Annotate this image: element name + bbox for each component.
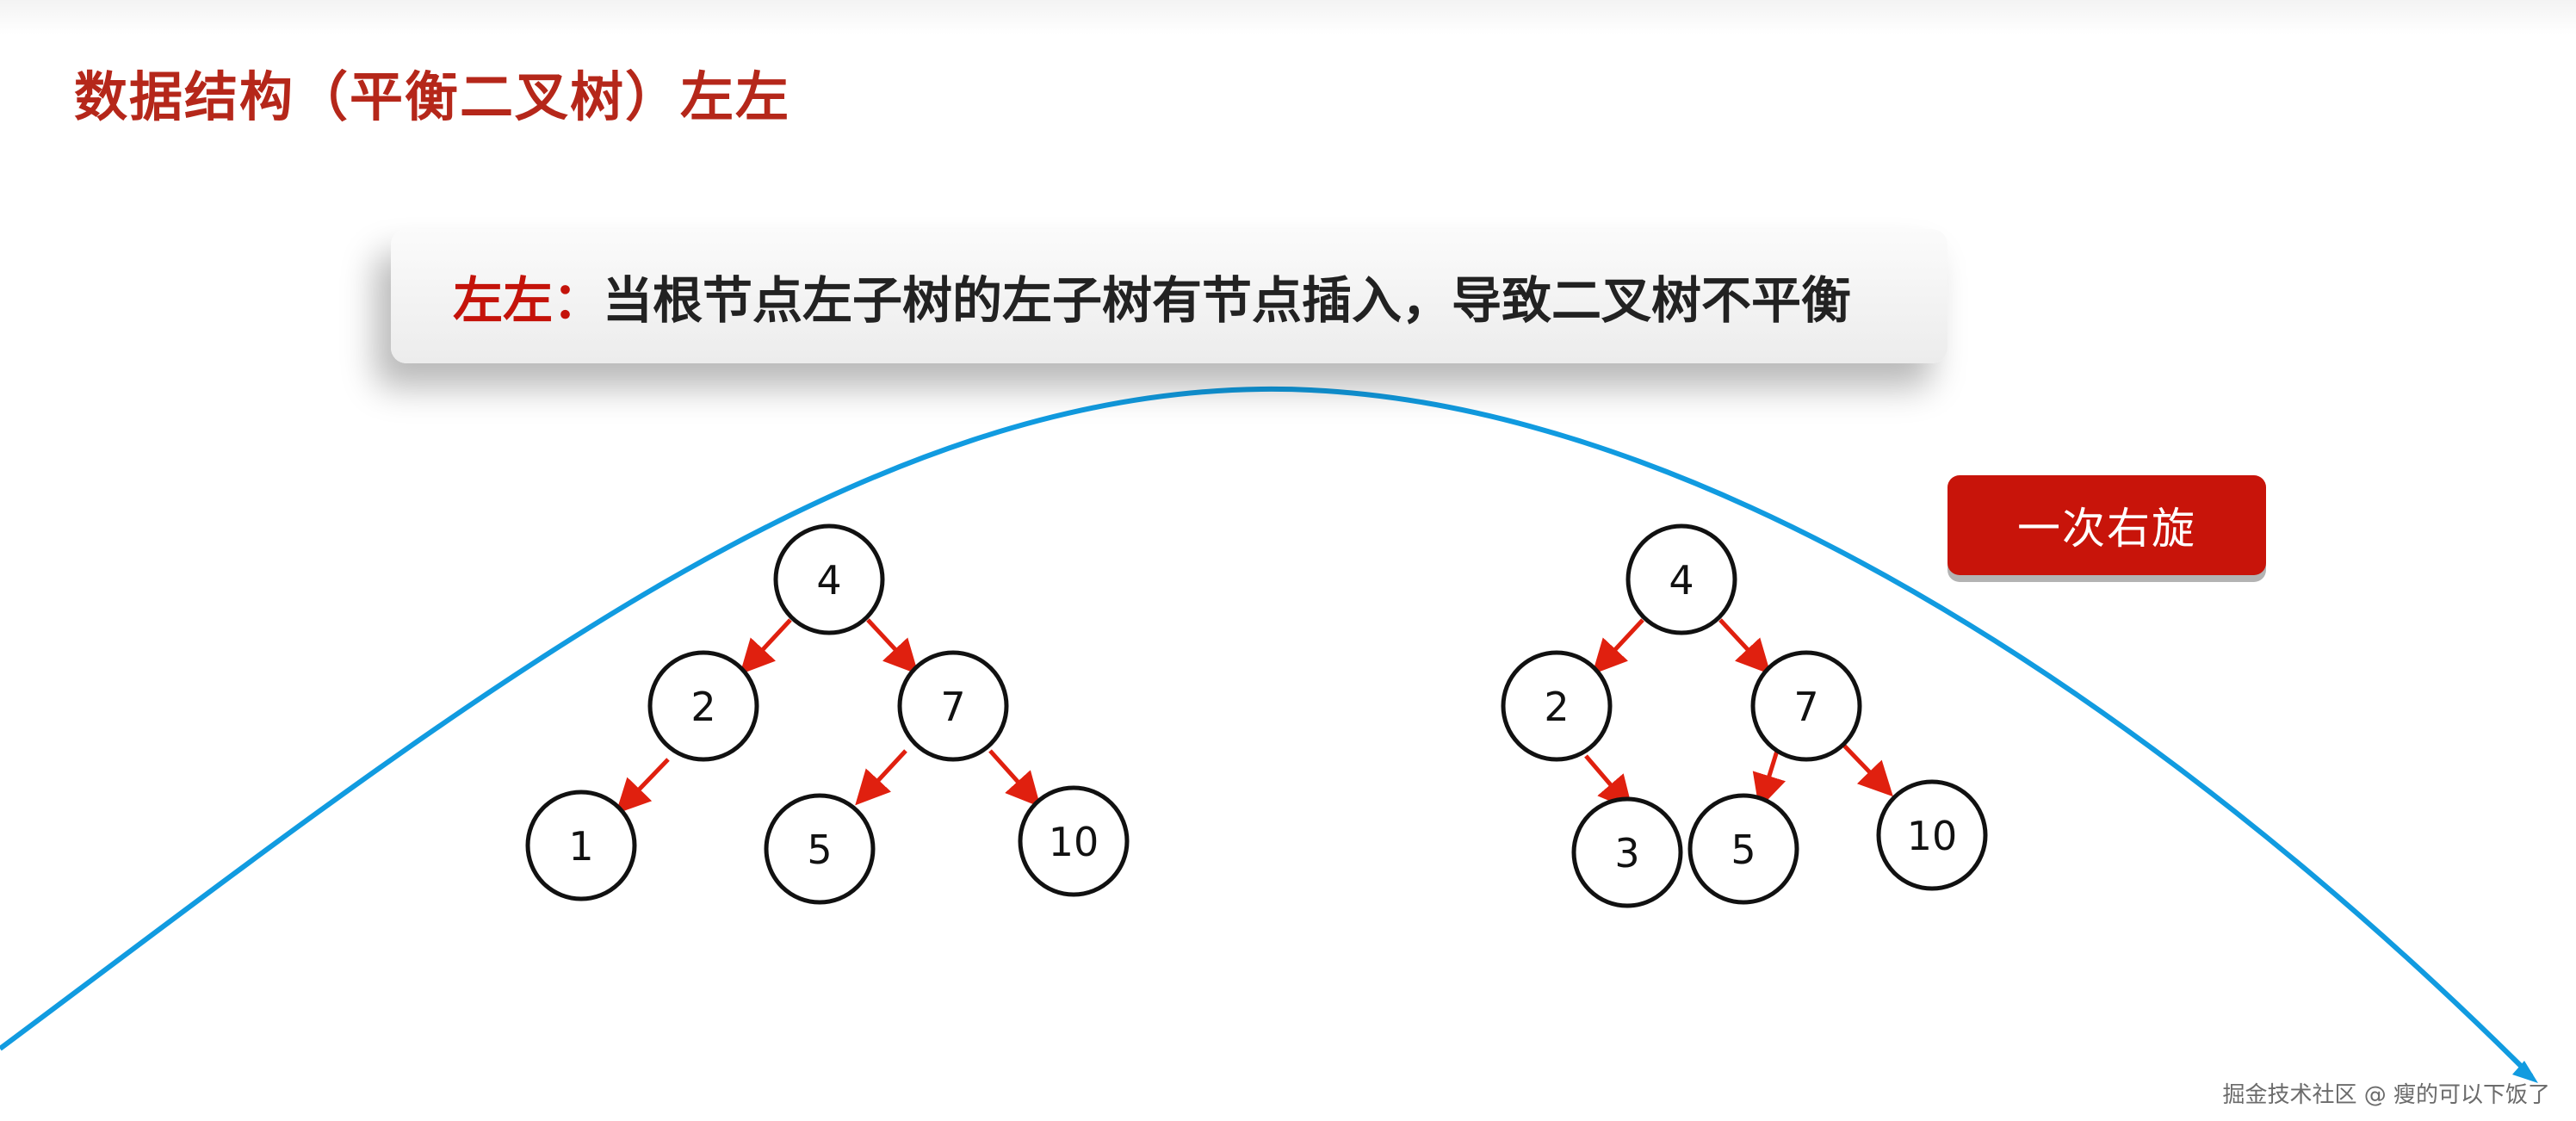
- right-tree-node-root: 4: [1625, 523, 1737, 635]
- node-label: 4: [1669, 557, 1694, 604]
- left-tree-node-right: 7: [897, 650, 1009, 762]
- watermark: 掘金技术社区 @ 瘦的可以下饭了: [2222, 1082, 2550, 1108]
- edge-2-1-left: [616, 758, 670, 814]
- right-tree-node-right-right: 10: [1876, 779, 1988, 891]
- callout-text: 当根节点左子树的左子树有节点插入，导致二叉树不平衡: [603, 271, 1852, 330]
- callout-key: 左左：: [453, 271, 604, 330]
- node-label: 5: [1731, 827, 1756, 873]
- right-tree-node-left: 2: [1501, 650, 1613, 762]
- node-label: 3: [1614, 830, 1639, 876]
- node-label: 2: [690, 684, 715, 730]
- blue-arc: [0, 386, 2534, 1079]
- edge-4-7-left: [866, 618, 919, 675]
- edge-7-10-right: [1842, 744, 1893, 797]
- node-label: 7: [940, 684, 965, 730]
- edge-7-5-right: [1752, 750, 1786, 809]
- left-tree-node-left: 2: [647, 650, 759, 762]
- right-tree-node-left-right: 3: [1571, 796, 1683, 908]
- node-label: 10: [1907, 813, 1958, 859]
- edge-2-3-right: [1584, 754, 1633, 811]
- left-tree-node-right-left: 5: [764, 793, 876, 905]
- left-tree-node-right-right: 10: [1018, 785, 1130, 897]
- node-label: 1: [568, 823, 593, 870]
- definition-callout: 左左：当根节点左子树的左子树有节点插入，导致二叉树不平衡: [391, 229, 1947, 363]
- node-label: 5: [807, 827, 832, 873]
- edge-4-2-right: [1592, 618, 1644, 675]
- left-tree-node-root: 4: [773, 523, 885, 635]
- right-tree-node-right: 7: [1750, 650, 1862, 762]
- edge-7-10-left: [988, 749, 1041, 808]
- right-tree-node-right-left: 5: [1687, 793, 1799, 905]
- node-label: 2: [1544, 684, 1569, 730]
- node-label: 4: [816, 557, 841, 604]
- node-label: 10: [1049, 819, 1099, 865]
- right-rotate-button[interactable]: 一次右旋: [1947, 475, 2266, 575]
- edge-7-5-left: [855, 749, 907, 806]
- edge-4-7-right: [1718, 618, 1771, 675]
- left-tree-edges: [616, 618, 1041, 814]
- edge-4-2-left: [740, 618, 792, 675]
- arc-arrowhead: [2512, 1061, 2538, 1083]
- node-label: 7: [1793, 684, 1818, 730]
- right-tree-edges: [1584, 618, 1893, 811]
- page-title: 数据结构（平衡二叉树）左左: [74, 65, 791, 128]
- left-tree-node-left-left: 1: [525, 790, 637, 901]
